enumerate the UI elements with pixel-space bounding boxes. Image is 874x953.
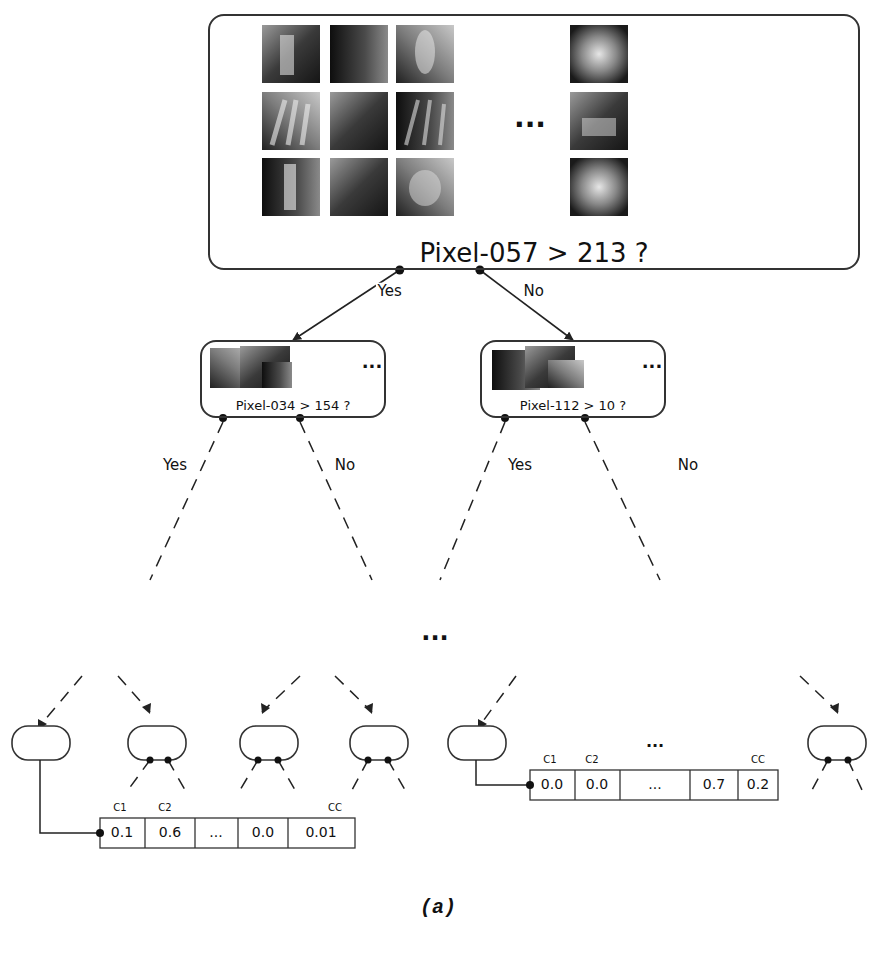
- ellipsis: ...: [644, 733, 666, 751]
- column-header: C1: [111, 802, 128, 813]
- table-cell: 0.1: [109, 825, 135, 840]
- table-cell: 0.2: [745, 777, 771, 792]
- table-cell: 0.0: [250, 825, 276, 840]
- table-cell: 0.7: [701, 777, 727, 792]
- table-cell: 0.01: [303, 825, 338, 840]
- split-test: Pixel-057 > 213 ?: [210, 238, 858, 268]
- ellipsis: ...: [640, 352, 665, 372]
- table-cell: 0.6: [157, 825, 183, 840]
- ellipsis: ...: [419, 619, 450, 645]
- branch-line: [293, 270, 400, 340]
- table-cell: ...: [207, 825, 224, 840]
- dashed-branches: [38, 422, 862, 790]
- split-test: Pixel-034 > 154 ?: [202, 398, 384, 413]
- split-box: Pixel-112 > 10 ?: [480, 340, 666, 418]
- column-header: CC: [326, 802, 344, 813]
- root-split-box: Pixel-057 > 213 ?: [208, 14, 860, 270]
- column-header: C2: [156, 802, 173, 813]
- column-header: C2: [583, 754, 600, 765]
- xray-thumbnails: [210, 25, 628, 390]
- child-branch-dots: [219, 414, 589, 422]
- table-cell: ...: [646, 777, 663, 792]
- column-header: C1: [541, 754, 558, 765]
- split-box: Pixel-034 > 154 ?: [200, 340, 386, 418]
- leaf-dots: [147, 757, 852, 764]
- branch-label: Yes: [506, 457, 534, 474]
- branch-dot: [395, 266, 404, 275]
- branch-label: Yes: [161, 457, 189, 474]
- branch-arrow: [475, 266, 573, 341]
- branch-label: No: [333, 457, 357, 474]
- class-tables: [100, 770, 778, 848]
- ellipsis: ...: [360, 352, 385, 372]
- table-cell: 0.0: [584, 777, 610, 792]
- branch-label: Yes: [376, 283, 404, 300]
- branch-line: [480, 270, 573, 340]
- leaf-nodes: [12, 726, 866, 760]
- figure-caption: (a): [418, 897, 458, 919]
- table-cell: 0.0: [539, 777, 565, 792]
- column-header: CC: [749, 754, 767, 765]
- branch-arrow: [293, 266, 404, 341]
- ellipsis: ...: [512, 103, 548, 134]
- split-test: Pixel-112 > 10 ?: [482, 398, 664, 413]
- branch-label: No: [676, 457, 700, 474]
- branch-label: No: [522, 283, 546, 300]
